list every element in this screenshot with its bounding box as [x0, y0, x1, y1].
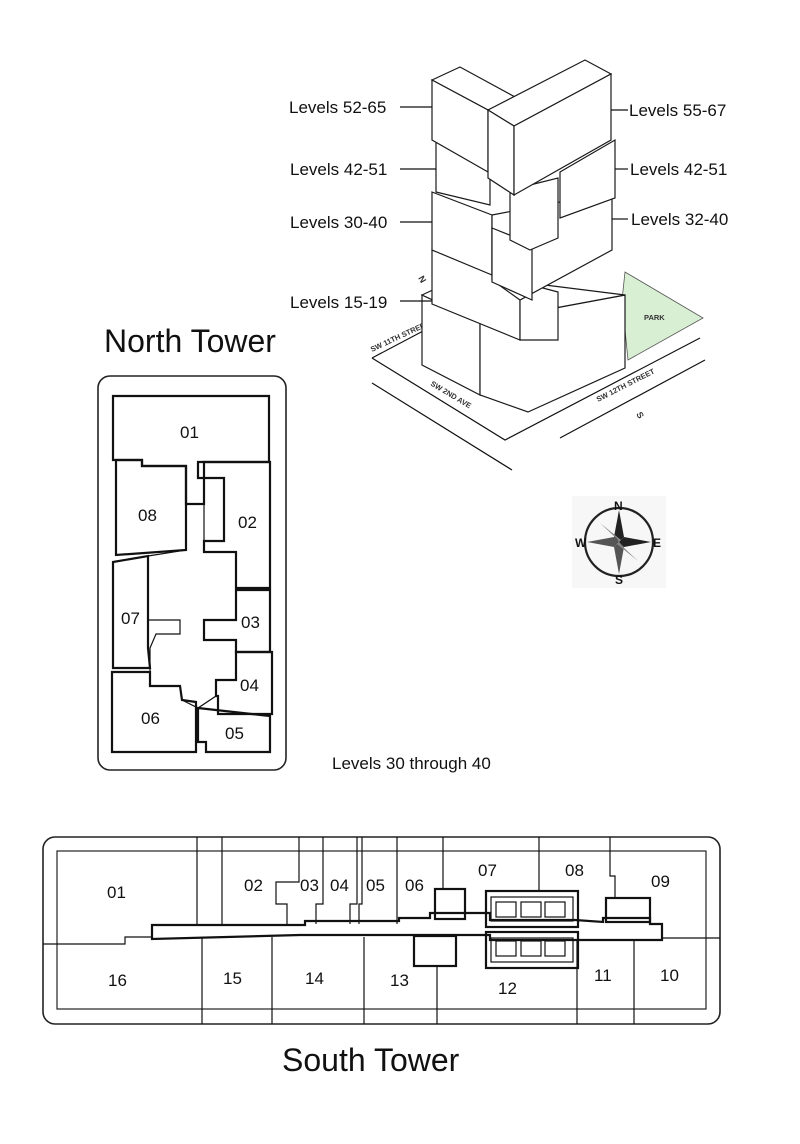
south-unit-15-label: 15 — [223, 969, 242, 988]
unit-05 — [196, 706, 272, 754]
south-unit-01-label: 01 — [107, 883, 126, 902]
south-unit-13-label: 13 — [390, 971, 409, 990]
south-unit-03-label: 03 — [300, 876, 319, 895]
south-unit-02-label: 02 — [244, 876, 263, 895]
unit-03 — [202, 588, 272, 654]
north-unit-04-label: 04 — [240, 676, 259, 695]
level-label-15-19: Levels 15-19 — [290, 293, 387, 312]
level-label-42-51-left: Levels 42-51 — [290, 160, 387, 179]
south-marker: S — [634, 410, 646, 420]
unit-02 — [196, 460, 272, 590]
south-unit-09-label: 09 — [651, 872, 670, 891]
stair-east — [604, 896, 652, 924]
street-edge-sw2 — [371, 382, 513, 471]
south-unit-14-label: 14 — [305, 969, 324, 988]
north-unit-01-label: 01 — [180, 423, 199, 442]
compass-n: N — [614, 499, 623, 513]
south-unit-12-label: 12 — [498, 979, 517, 998]
unit-07 — [111, 554, 152, 670]
street-edge-sw11 — [371, 329, 426, 359]
south-tower-title: South Tower — [282, 1042, 460, 1078]
level-label-52-65: Levels 52-65 — [289, 98, 386, 117]
north-unit-02-label: 02 — [238, 513, 257, 532]
north-marker: N — [416, 274, 428, 285]
park-area — [621, 271, 704, 361]
north-tower-title: North Tower — [104, 323, 276, 359]
south-unit-07-label: 07 — [478, 861, 497, 880]
compass-w: W — [575, 536, 587, 550]
compass-e: E — [653, 536, 661, 550]
tower-axonometric: PARK SW 11TH STREET SW 2ND AVE SW 12TH S… — [289, 59, 728, 471]
level-label-32-40: Levels 32-40 — [631, 210, 728, 229]
block-42-51-center — [509, 177, 559, 251]
levels-note: Levels 30 through 40 — [332, 754, 491, 773]
north-unit-08-label: 08 — [138, 506, 157, 525]
level-label-55-67: Levels 55-67 — [629, 101, 726, 120]
level-label-30-40: Levels 30-40 — [290, 213, 387, 232]
unit-01 — [111, 394, 271, 506]
south-unit-04-label: 04 — [330, 876, 349, 895]
north-unit-03-label: 03 — [241, 613, 260, 632]
elevator-bank-south — [484, 930, 580, 970]
compass-s: S — [615, 573, 623, 587]
south-unit-05-label: 05 — [366, 876, 385, 895]
south-unit-11-label: 11 — [594, 966, 612, 985]
stair-south — [412, 934, 458, 968]
ground-line — [371, 337, 701, 441]
south-unit-06-label: 06 — [405, 876, 424, 895]
stair-north — [433, 887, 467, 921]
unit-08 — [114, 458, 188, 557]
south-tower-plan: 01 02 03 04 05 06 07 08 09 10 11 12 13 1… — [42, 836, 721, 1025]
north-unit-06-label: 06 — [141, 709, 160, 728]
south-unit-08-label: 08 — [565, 861, 584, 880]
street-edge-sw12 — [559, 359, 706, 439]
level-label-42-51-right: Levels 42-51 — [630, 160, 727, 179]
north-tower-plan: 01 02 03 04 05 06 07 08 — [97, 375, 287, 771]
compass-rose-icon: N E S W — [572, 496, 666, 588]
block-42-51-right — [559, 138, 616, 219]
south-unit-10-label: 10 — [660, 966, 679, 985]
south-corridor — [150, 911, 664, 942]
south-unit-16-label: 16 — [108, 971, 127, 990]
north-unit-07-label: 07 — [121, 609, 140, 628]
elevator-bank-north — [484, 889, 580, 929]
north-unit-05-label: 05 — [225, 724, 244, 743]
north-core — [147, 503, 237, 709]
block-55-67-right — [513, 72, 612, 197]
park-label: PARK — [644, 313, 665, 322]
